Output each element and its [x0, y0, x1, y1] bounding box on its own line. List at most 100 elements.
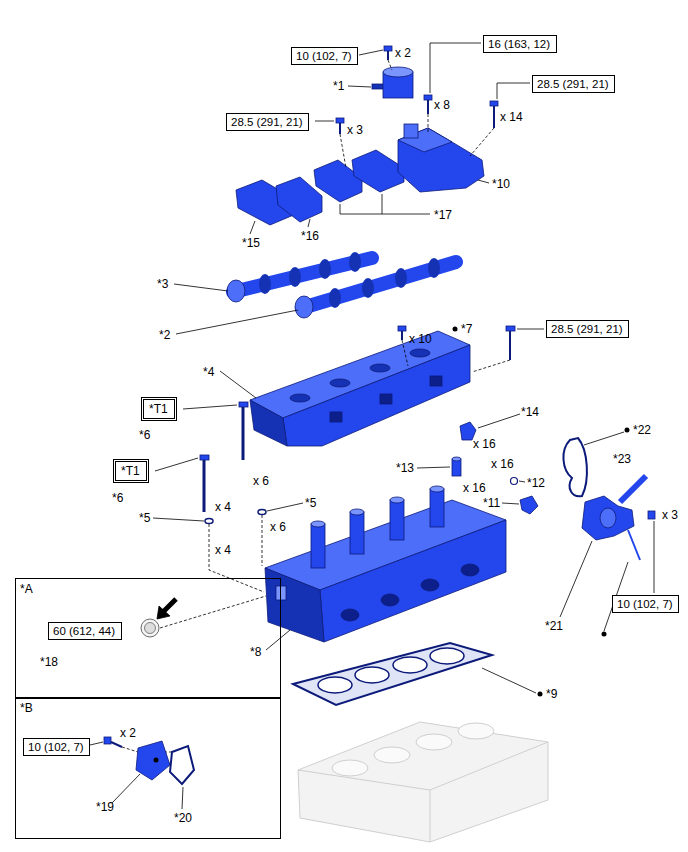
inset-part [163, 599, 176, 612]
spec-text: 60 (612, 44) [53, 624, 117, 638]
callout-number: *21 [545, 619, 563, 633]
camshaft [349, 252, 361, 272]
spec-text: 10 (102, 7) [296, 49, 353, 63]
leader-line [497, 83, 530, 99]
cylinder-block [298, 742, 548, 790]
camshaft [227, 252, 456, 318]
cylinder-head [341, 609, 359, 621]
cylinder-head [311, 521, 325, 527]
small-part [452, 422, 646, 560]
inset-label: *B [20, 701, 33, 715]
marker-dot [625, 428, 630, 433]
cylinder-head [265, 568, 324, 642]
callout-number: *10 [492, 177, 510, 191]
inset-panel: *B 10 (102, 7) [15, 697, 281, 839]
marker-dot [154, 758, 159, 763]
callout-number: *15 [242, 236, 260, 250]
leader-line [430, 43, 481, 93]
spec-text: 16 (163, 12) [488, 37, 552, 51]
cylinder-head [390, 500, 404, 540]
callout-number: *5 [305, 496, 316, 510]
leader-line [174, 284, 228, 291]
spec-text: 28.5 (291, 21) [551, 322, 624, 336]
dashed-guide [122, 747, 138, 752]
quantity-label: x 14 [500, 110, 523, 124]
leader-line [250, 221, 255, 234]
camshaft-housing [250, 400, 287, 446]
camshaft [395, 268, 407, 288]
callout-number: *22 [633, 423, 651, 437]
camshaft-housing [430, 376, 442, 386]
small-part [582, 496, 634, 540]
leader-line [519, 481, 525, 482]
torque-spec-box: 28.5 (291, 21) [532, 75, 615, 93]
dashed-guide [122, 60, 510, 752]
inset-part [136, 599, 194, 784]
torque-spec-box: 10 (102, 7) [23, 738, 90, 756]
spec-text: *T1 [149, 402, 169, 416]
callout-number: *23 [613, 452, 631, 466]
camshaft-housing [380, 394, 392, 404]
leader-line [182, 787, 183, 809]
bolt [427, 100, 429, 114]
callout-number: *14 [521, 405, 539, 419]
bolt [111, 742, 122, 747]
leader-line [267, 503, 303, 511]
inset-part [170, 746, 194, 784]
callout-number: *5 [139, 511, 150, 525]
camshaft [428, 258, 440, 278]
inset-part [141, 619, 159, 637]
camshaft-housing [283, 345, 470, 446]
bolt [648, 511, 655, 519]
camshaft [259, 274, 271, 294]
leader-line [654, 521, 655, 593]
bearing-cap [352, 150, 404, 192]
callout-number: *11 [483, 496, 500, 510]
torque-spec-box: 10 (102, 7) [612, 595, 679, 613]
callout-number: *6 [139, 428, 150, 442]
small-part [452, 459, 461, 476]
cylinder-block [332, 760, 368, 776]
leader-line [482, 668, 536, 693]
quantity-label: x 3 [662, 508, 678, 522]
callout-number: *20 [174, 811, 192, 825]
camshaft [295, 296, 313, 318]
quantity-label: x 16 [473, 437, 496, 451]
leader-line [517, 329, 544, 330]
bolt [336, 118, 344, 123]
head-gasket [293, 643, 492, 705]
camshaft [362, 278, 374, 298]
cylinder-block [458, 723, 494, 739]
bolt [258, 510, 266, 515]
bolt [424, 95, 432, 100]
camshaft [289, 267, 301, 287]
spec-text: 28.5 (291, 21) [231, 115, 304, 129]
camshaft-housing [330, 412, 342, 422]
callout-number: *4 [203, 365, 214, 379]
spec-text: *T1 [121, 464, 141, 478]
leader-line [153, 518, 204, 521]
cylinder-head [430, 486, 444, 492]
inset-label: *A [20, 582, 33, 596]
dashed-guide [428, 114, 429, 134]
leader-line [112, 774, 140, 803]
cylinder-block [374, 747, 410, 763]
callout-number: *19 [96, 800, 114, 814]
cylinder-head [390, 497, 404, 503]
callout-number: *3 [157, 277, 168, 291]
quantity-label: x 6 [253, 474, 269, 488]
cylinder-head [461, 564, 479, 576]
quantity-label: x 16 [463, 481, 486, 495]
marker-dot [453, 327, 458, 332]
bolt [104, 737, 111, 744]
dashed-guide [470, 128, 494, 156]
dashed-guide [209, 524, 264, 592]
camshaft [227, 280, 245, 302]
camshaft-housing [250, 331, 470, 446]
head-gasket [430, 648, 464, 664]
torque-spec-box: 28.5 (291, 21) [226, 113, 309, 131]
dashed-guide [472, 360, 510, 372]
callout-number: *16 [301, 229, 319, 243]
bolt [493, 106, 495, 128]
